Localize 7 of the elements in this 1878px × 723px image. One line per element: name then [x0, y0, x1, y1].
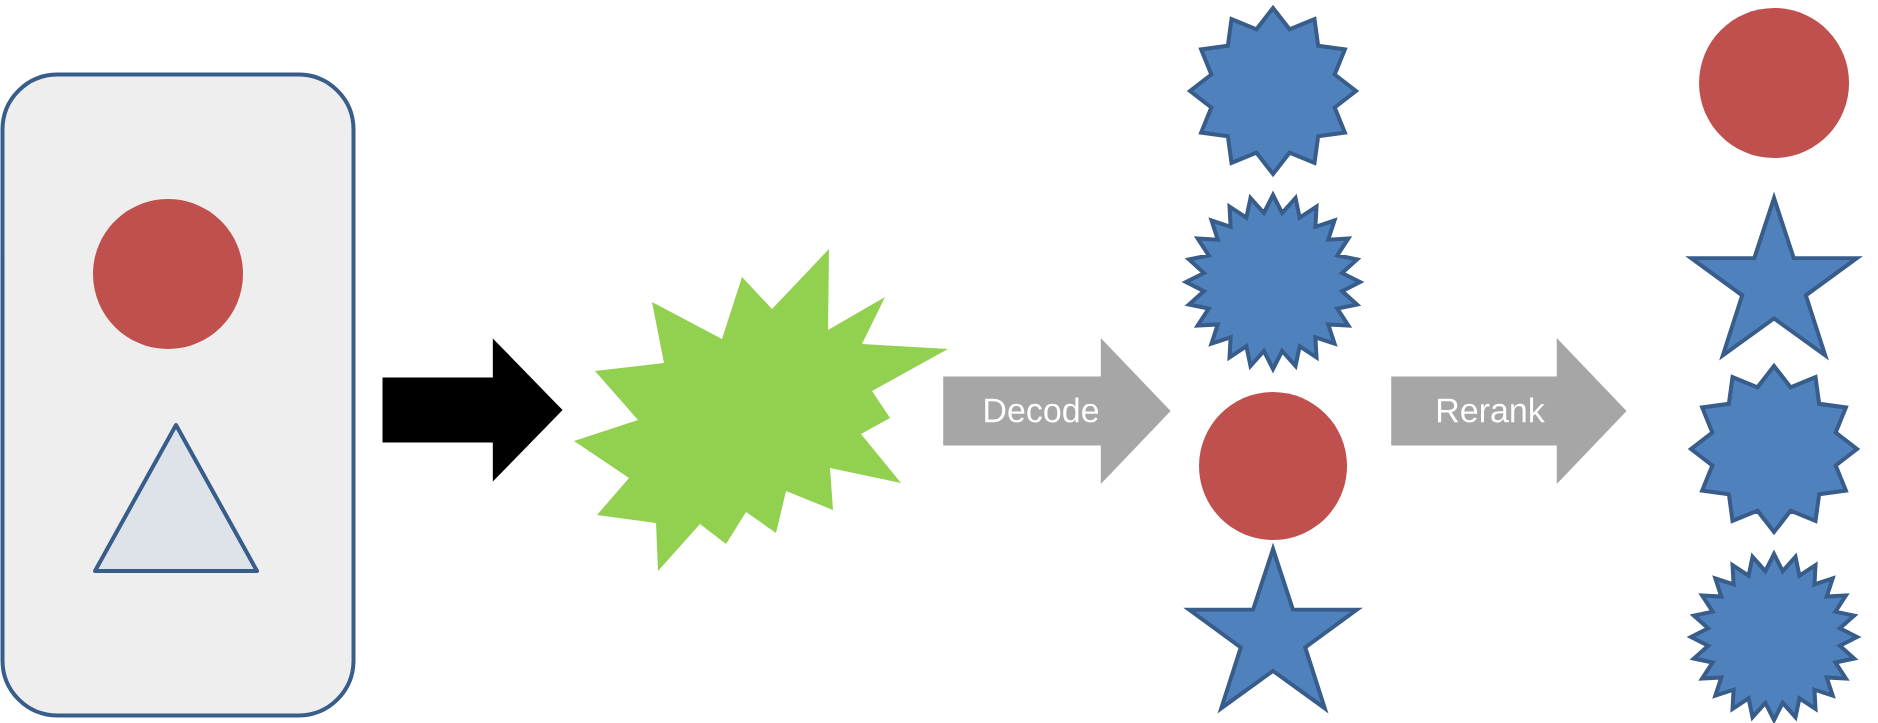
edge-label: Rerank — [1433, 395, 1547, 425]
triangle-shape — [93, 423, 259, 573]
burst-shape — [574, 249, 948, 571]
circle-shape — [1199, 392, 1347, 540]
edge-label: Decode — [980, 395, 1102, 425]
circle-shape — [1699, 8, 1850, 158]
circle-shape — [93, 199, 243, 349]
